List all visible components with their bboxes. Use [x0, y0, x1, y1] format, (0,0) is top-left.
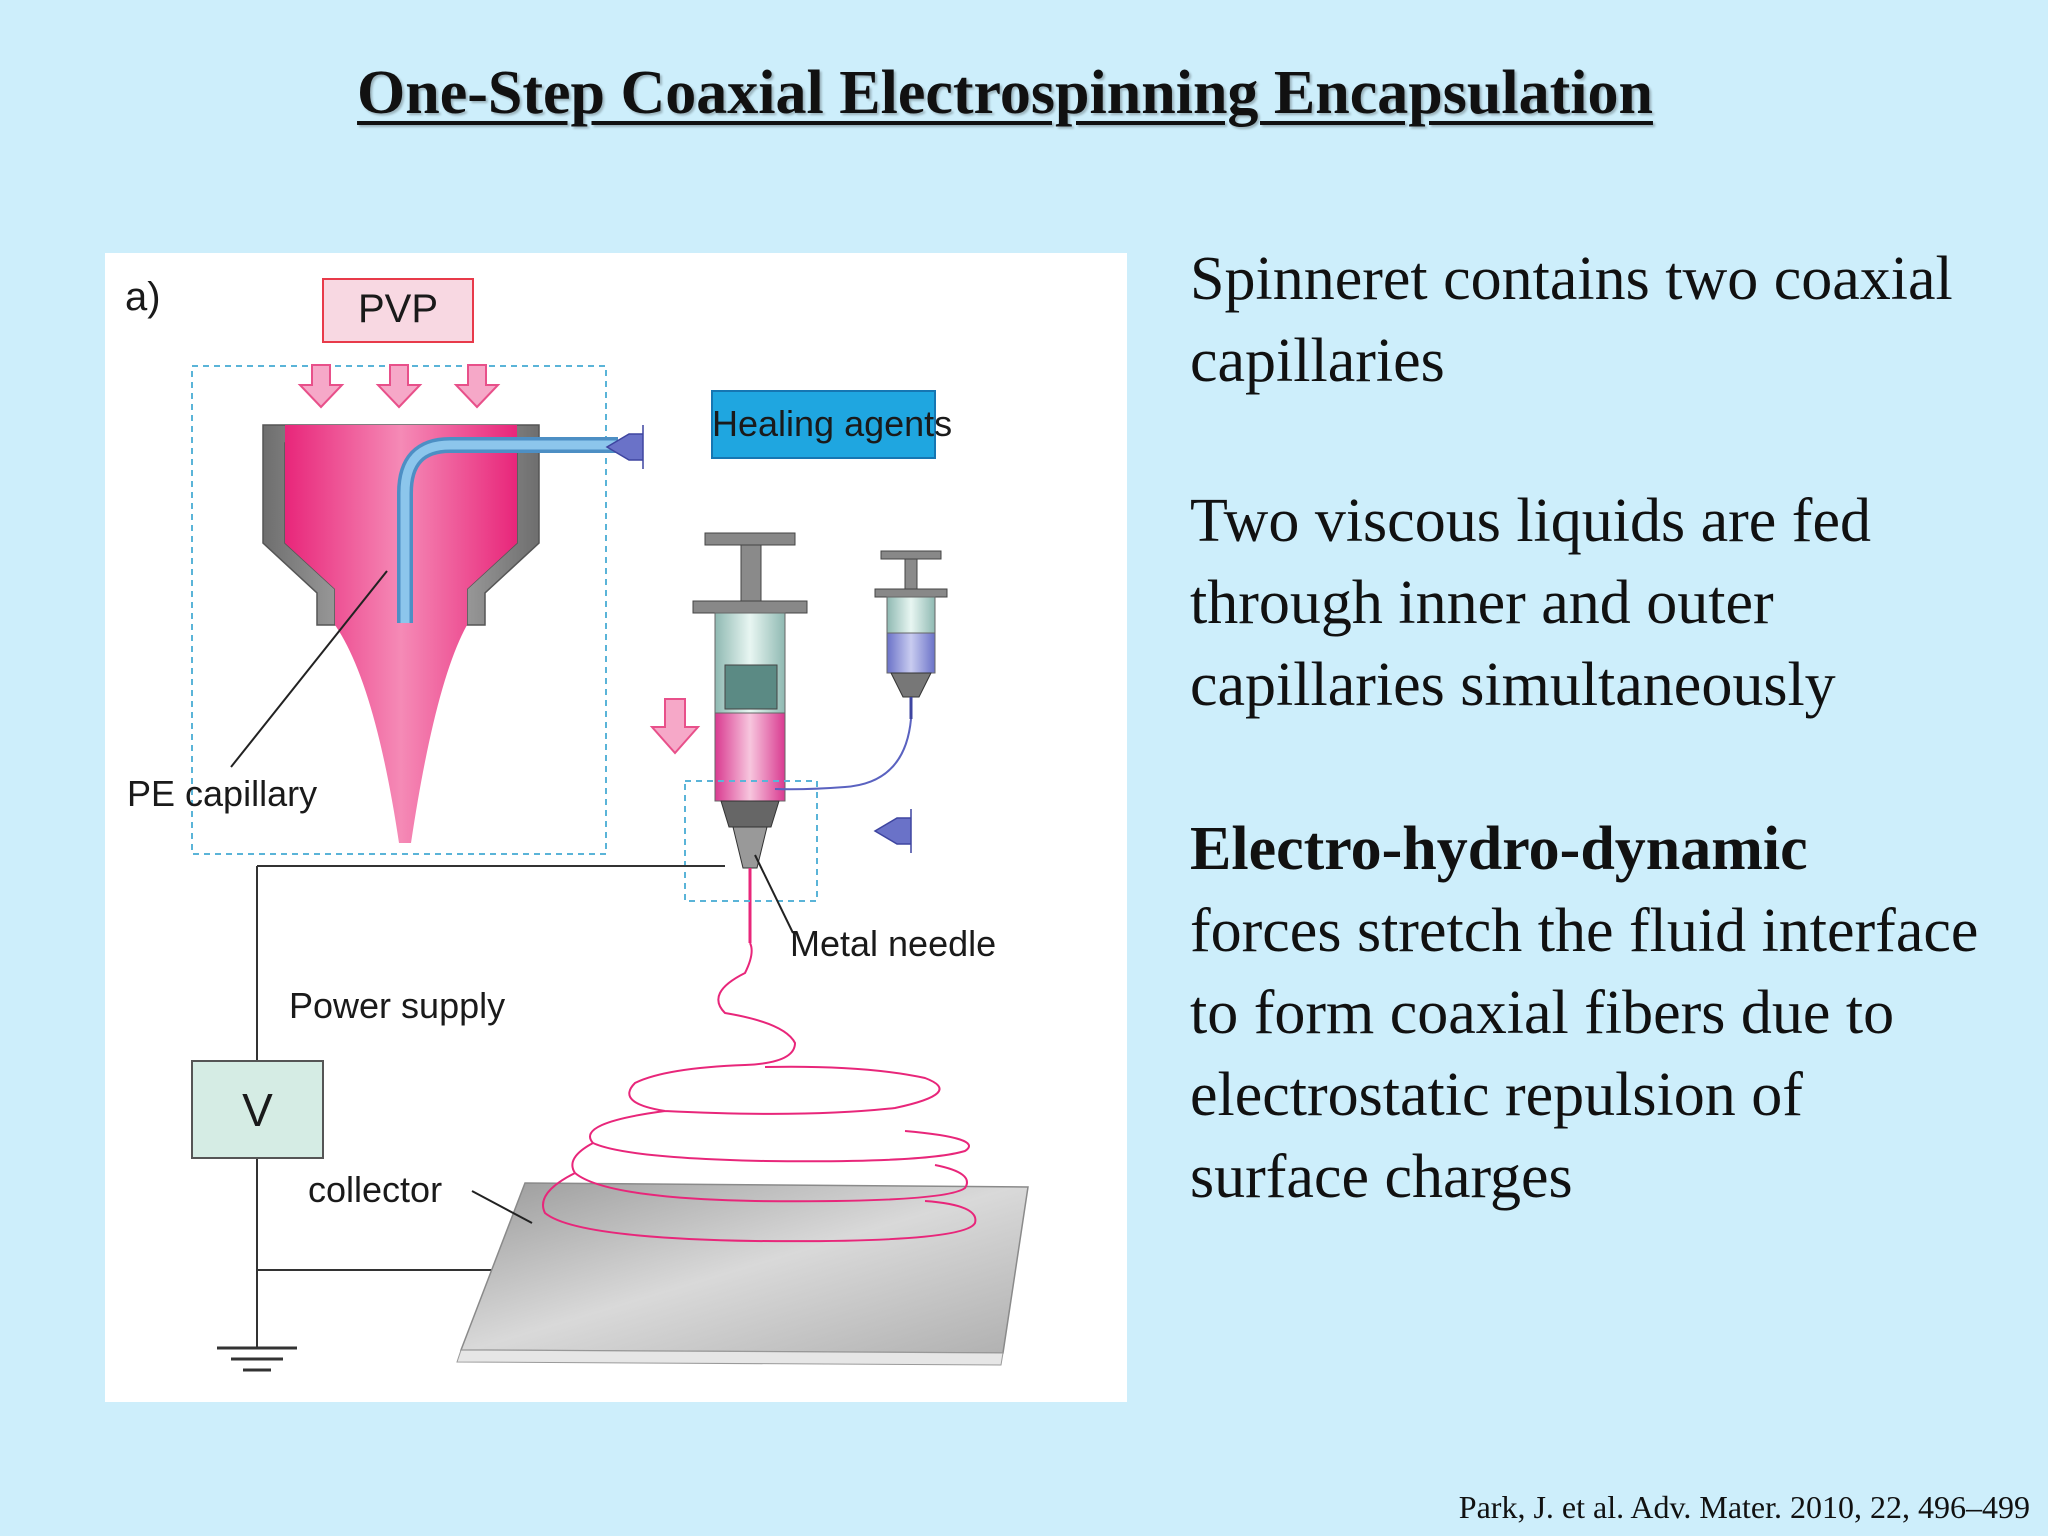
citation: Park, J. et al. Adv. Mater. 2010, 22, 49… [1458, 1489, 2030, 1525]
ehd-term: Electro-hydro-dynamic [1190, 815, 1808, 883]
power-circuit [256, 865, 725, 1348]
power-supply-label: Power supply [289, 985, 506, 1026]
pvp-arrows [297, 364, 501, 409]
pink-down-arrow [649, 698, 701, 755]
liquids-statement: Two viscous liquids are fed through inne… [1190, 487, 1871, 719]
fiber-spiral [542, 942, 977, 1243]
pe-capillary-label: PE capillary [127, 773, 318, 814]
panel-label: a) [125, 275, 161, 319]
metal-needle-label: Metal needle [790, 923, 997, 964]
pe-capillary-pointer [230, 570, 388, 768]
voltage-label: V [242, 1084, 273, 1136]
metal-needle-pointer [754, 854, 794, 934]
pvp-box [322, 278, 474, 343]
collector-label: collector [308, 1169, 443, 1210]
diagram-graphics [191, 278, 1029, 1372]
healing-agents-box [711, 390, 936, 459]
voltage-source-box [191, 1060, 324, 1159]
healing-arrow [605, 425, 644, 469]
ground-symbol [217, 1346, 297, 1372]
needle-detail-box [684, 780, 818, 902]
pvp-fluid [285, 425, 517, 843]
pvp-label: PVP [357, 287, 439, 331]
large-syringe [692, 532, 808, 943]
text-paragraph-1: Spinneret contains two coaxial capillari… [1190, 238, 1990, 402]
small-syringe [874, 550, 948, 719]
text-paragraph-2: Two viscous liquids are fed through inne… [1190, 480, 1990, 726]
feed-tube [774, 718, 912, 791]
slide-title: One-Step Coaxial Electrospinning Encapsu… [357, 59, 1653, 127]
healing-agents-label: Healing agents [712, 403, 953, 444]
collector-pointer [471, 1190, 533, 1224]
ehd-explanation: forces stretch the fluid interface to fo… [1190, 897, 1979, 1211]
collector-plate [459, 1182, 1029, 1354]
needle-blue-arrow [873, 809, 912, 853]
spinneret-statement: Spinneret contains two coaxial capillari… [1190, 245, 1953, 395]
electrospinning-diagram: a) PVP Healing agents PE capillary Metal… [105, 253, 1127, 1402]
text-paragraph-3: Electro-hydro-dynamic forces stretch the… [1190, 808, 1990, 1218]
